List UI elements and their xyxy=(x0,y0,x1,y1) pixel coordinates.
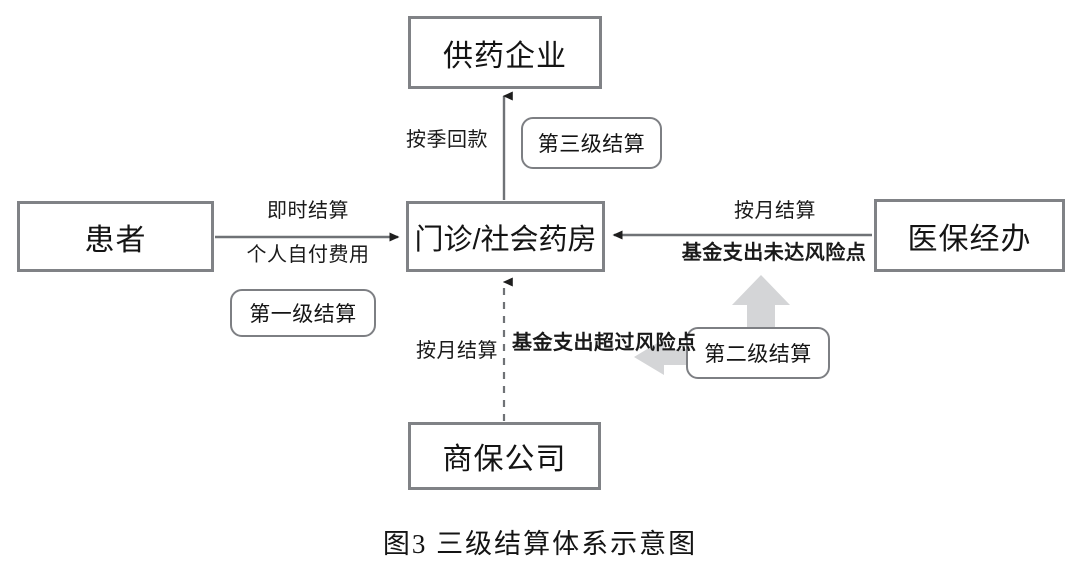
edge-label-text: 即时结算 xyxy=(267,200,349,222)
node-commercial-label: 商保公司 xyxy=(442,443,567,476)
edge-label-text: 按月结算 xyxy=(734,200,816,222)
node-patient[interactable]: 患者 xyxy=(17,201,214,272)
edge-label-insurer-to-pharmacy-line1: 按月结算 xyxy=(690,200,860,223)
node-insurer-label: 医保经办 xyxy=(907,222,1032,256)
tag-level-3-label: 第三级结算 xyxy=(537,133,646,156)
edge-label-pharmacy-to-supplier-line1: 按季回款 xyxy=(392,129,502,152)
tag-level-2[interactable]: 第二级结算 xyxy=(686,327,830,379)
node-pharmacy-label: 门诊/社会药房 xyxy=(414,223,597,256)
edge-label-insurer-to-pharmacy-line2: 基金支出未达风险点 xyxy=(651,242,897,265)
node-supplier[interactable]: 供药企业 xyxy=(408,16,602,89)
edge-label-text: 基金支出未达风险点 xyxy=(681,242,867,264)
tag-level-1-label: 第一级结算 xyxy=(249,303,357,326)
node-supplier-label: 供药企业 xyxy=(443,39,567,73)
node-insurer[interactable]: 医保经办 xyxy=(874,199,1065,272)
tag-level-3[interactable]: 第三级结算 xyxy=(521,117,662,169)
edge-label-commercial-to-pharmacy-line2: 基金支出超过风险点 xyxy=(512,330,696,357)
edge-label-patient-to-pharmacy-line1: 即时结算 xyxy=(233,200,383,223)
edge-label-text: 基金支出超过风险点 xyxy=(512,332,697,354)
edge-label-commercial-to-pharmacy-line1: 按月结算 xyxy=(398,340,498,363)
edge-label-patient-to-pharmacy-line2: 个人自付费用 xyxy=(223,244,393,267)
edge-label-text: 按季回款 xyxy=(406,129,488,151)
edge-label-text: 个人自付费用 xyxy=(246,244,370,266)
block-arrow-up-icon xyxy=(732,275,790,330)
edge-label-text: 按月结算 xyxy=(416,340,498,362)
figure-caption: 图3 三级结算体系示意图 xyxy=(382,529,698,559)
tag-level-1[interactable]: 第一级结算 xyxy=(230,289,376,337)
tag-level-2-label: 第二级结算 xyxy=(704,343,812,366)
node-patient-label: 患者 xyxy=(84,223,147,257)
node-commercial[interactable]: 商保公司 xyxy=(408,422,601,490)
node-pharmacy[interactable]: 门诊/社会药房 xyxy=(406,201,605,272)
